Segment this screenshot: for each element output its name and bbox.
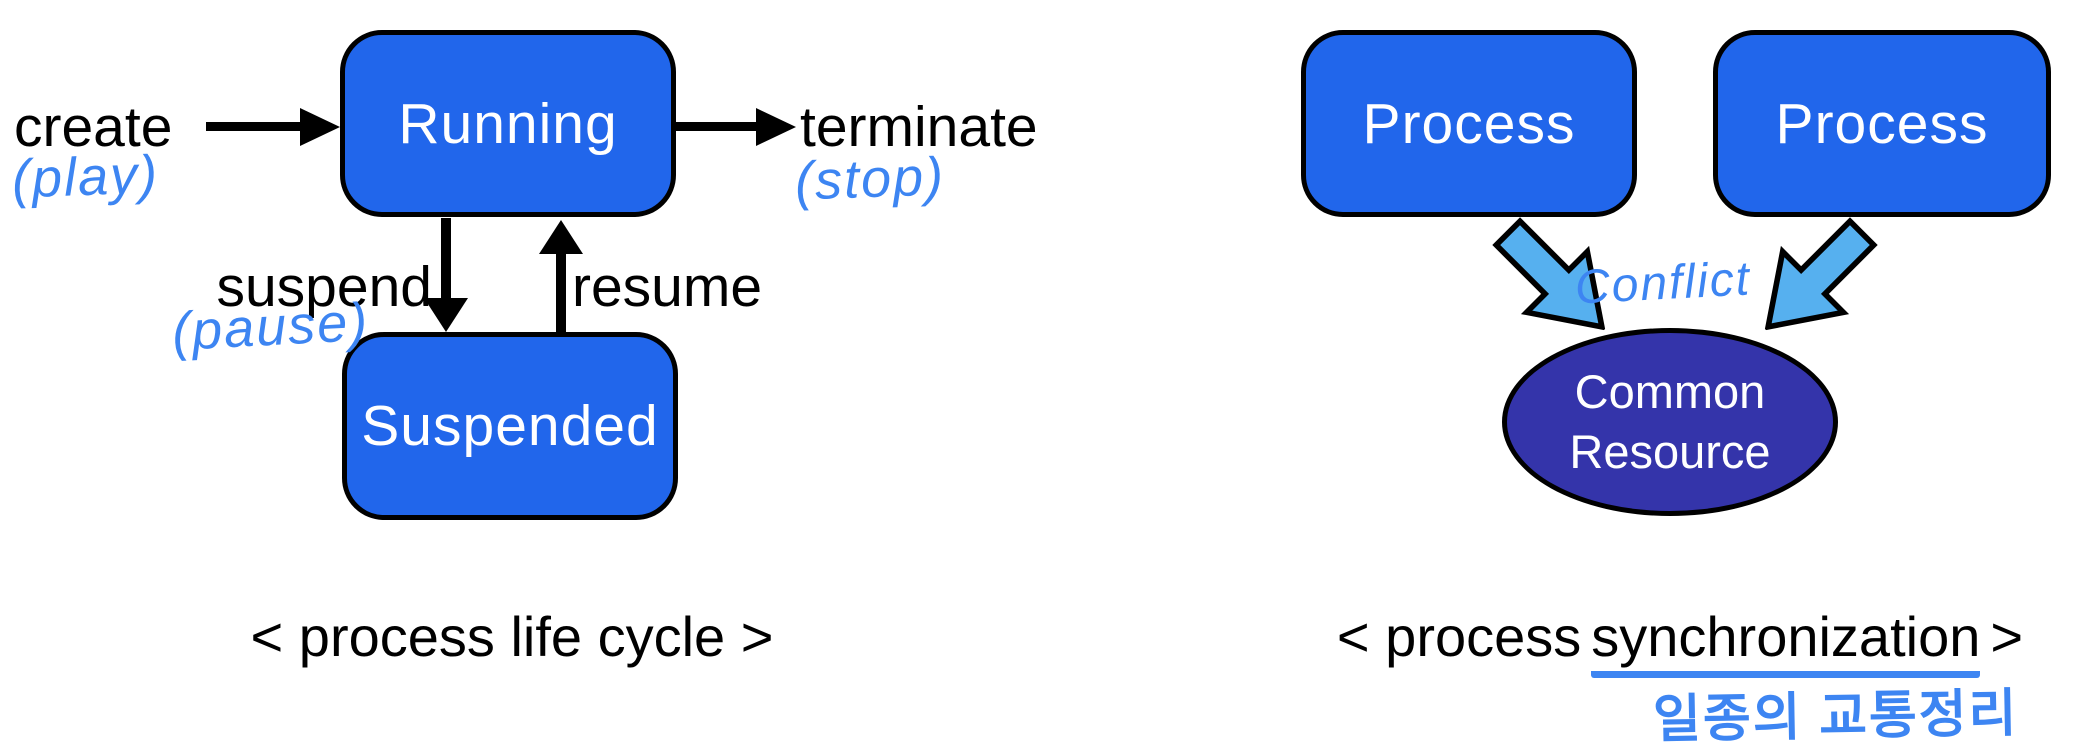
state-running-label: Running	[398, 91, 618, 156]
terminate-arrow-shaft	[676, 122, 760, 131]
common-resource-line2: Resource	[1569, 425, 1771, 478]
process-box-2-label: Process	[1775, 91, 1989, 156]
state-suspended-box: Suspended	[342, 332, 678, 520]
resume-label: resume	[572, 255, 763, 319]
synchronization-underlined-word: synchronization	[1591, 605, 1981, 678]
terminate-arrow-head	[756, 108, 796, 146]
conflict-annotation-handwriting: Conflict	[1573, 252, 1753, 315]
synchronization-caption-suffix: >	[1990, 605, 2024, 668]
resume-arrow-shaft	[556, 250, 566, 332]
process-box-2: Process	[1713, 30, 2051, 217]
terminate-label: terminate	[800, 95, 1038, 159]
suspend-arrow-head	[424, 298, 468, 332]
process-box-1: Process	[1301, 30, 1637, 217]
suspend-arrow-shaft	[441, 218, 451, 302]
conflict-block-arrow-right	[1764, 217, 1878, 331]
terminate-annotation-handwriting: (stop)	[793, 146, 947, 212]
state-running-box: Running	[340, 30, 676, 217]
conflict-block-arrow-left	[1492, 217, 1606, 331]
life-cycle-caption: < process life cycle >	[250, 605, 774, 668]
common-resource-ellipse: Common Resource	[1502, 328, 1838, 516]
state-suspended-label: Suspended	[361, 394, 659, 458]
create-arrow-shaft	[206, 122, 304, 131]
suspend-annotation-handwriting: (pause)	[170, 291, 371, 363]
common-resource-line1: Common	[1574, 364, 1766, 418]
create-annotation-handwriting: (play)	[10, 144, 161, 210]
synchronization-caption-prefix: < process	[1336, 605, 1582, 668]
create-arrow-head	[300, 108, 340, 146]
process-box-1-label: Process	[1362, 91, 1576, 156]
suspend-label: suspend	[216, 255, 432, 319]
create-label: create	[14, 95, 173, 159]
korean-note-handwriting: 일종의 교통정리	[1652, 684, 2019, 750]
resume-arrow-head	[539, 220, 583, 254]
